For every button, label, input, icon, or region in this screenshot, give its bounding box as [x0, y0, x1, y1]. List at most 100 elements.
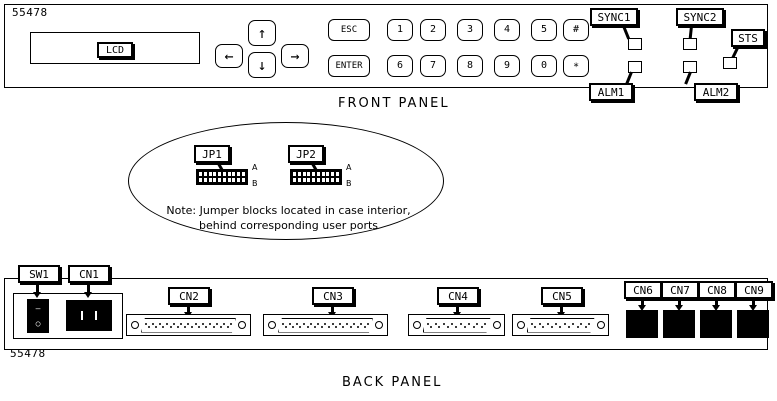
dsub-pin — [438, 326, 440, 328]
dsub-pin — [473, 326, 475, 328]
dsub-screw-icon — [412, 321, 421, 329]
arrow-key-down[interactable]: ↓ — [248, 52, 276, 78]
dsub-pin — [187, 323, 189, 325]
jumper-pin — [312, 178, 316, 182]
callout-sw1: SW1 — [18, 265, 60, 283]
jp1-row-b — [199, 178, 245, 182]
dsub-pin — [177, 326, 179, 328]
dsub-pinrow-bottom — [282, 326, 369, 328]
jumper-pin — [326, 172, 330, 176]
jumper-pin — [302, 178, 306, 182]
dsub-screw-icon — [375, 321, 383, 329]
dsub-screw-icon — [268, 321, 276, 329]
dsub-pin — [539, 323, 541, 325]
dsub-pin — [162, 326, 164, 328]
dsub-screw-icon — [238, 321, 246, 329]
key-8[interactable]: 8 — [457, 55, 483, 77]
callout-alm2: ALM2 — [694, 83, 738, 101]
callout-sts: STS — [731, 29, 765, 47]
dsub-pin — [209, 323, 211, 325]
jumper-pin — [208, 178, 212, 182]
callout-cn3: CN3 — [312, 287, 354, 305]
dsub-pin — [451, 323, 453, 325]
dsub-pin — [580, 323, 582, 325]
jumper-pin — [213, 172, 217, 176]
jumper-block-jp1 — [196, 169, 248, 185]
key-4[interactable]: 4 — [494, 19, 520, 41]
jp2-row-a — [293, 172, 339, 176]
sw1-arrowhead-icon — [33, 292, 41, 298]
jumper-pin — [232, 178, 236, 182]
callout-jp2: JP2 — [288, 145, 324, 163]
key-3[interactable]: 3 — [457, 19, 483, 41]
dsub-pin — [285, 326, 287, 328]
jp2-label-b: B — [346, 179, 352, 188]
dsub-pin — [205, 326, 207, 328]
arrow-key-left[interactable]: ← — [215, 44, 243, 68]
dsub-pin — [357, 326, 359, 328]
callout-cn7: CN7 — [661, 281, 699, 299]
switch-off-mark: ○ — [35, 318, 41, 328]
dsub-pin — [328, 326, 330, 328]
dsub-pin — [321, 326, 323, 328]
dsub-pin — [350, 326, 352, 328]
jumper-pin — [208, 172, 212, 176]
dsub-pin — [547, 323, 549, 325]
arrow-key-up[interactable]: ↑ — [248, 20, 276, 46]
jumper-pin — [307, 172, 311, 176]
cn7-arrowhead-icon — [675, 305, 683, 311]
dsub-pin — [227, 326, 229, 328]
dsub-pin — [324, 323, 326, 325]
dsub-pin — [180, 323, 182, 325]
led-alm1 — [628, 61, 642, 73]
jumper-pin — [218, 172, 222, 176]
dsub-pin — [443, 323, 445, 325]
dsub-pin — [435, 323, 437, 325]
jumper-pin — [293, 178, 296, 182]
dsub-screw-icon — [596, 321, 605, 329]
key-0[interactable]: 0 — [531, 55, 557, 77]
dsub-body — [141, 318, 236, 333]
jp2-row-b — [293, 178, 339, 182]
dsub-pin — [198, 326, 200, 328]
dsub-pin — [346, 323, 348, 325]
jumper-pin — [199, 178, 202, 182]
key-9[interactable]: 9 — [494, 55, 520, 77]
dsub-pin — [430, 326, 432, 328]
key-1[interactable]: 1 — [387, 19, 413, 41]
dsub-pin — [220, 326, 222, 328]
key-5[interactable]: 5 — [531, 19, 557, 41]
key-2[interactable]: 2 — [420, 19, 446, 41]
dsub-pin — [353, 323, 355, 325]
key-esc[interactable]: ESC — [328, 19, 370, 41]
key-hash[interactable]: # — [563, 19, 589, 41]
callout-cn6: CN6 — [624, 281, 662, 299]
arrow-key-right[interactable]: → — [281, 44, 309, 68]
dsub-body — [527, 318, 595, 333]
jumper-pin — [307, 178, 311, 182]
callout-sync1: SYNC1 — [590, 8, 638, 26]
dsub-pin — [307, 326, 309, 328]
cn5-pointer — [560, 305, 563, 315]
arrow-up-icon: ↑ — [257, 23, 267, 42]
key-enter[interactable]: ENTER — [328, 55, 370, 77]
dsub-pin — [559, 326, 561, 328]
key-asterisk[interactable]: ∗ — [563, 55, 589, 77]
jumper-block-jp2 — [290, 169, 342, 185]
jumper-pin — [297, 178, 301, 182]
cn3-pointer — [331, 305, 334, 315]
jumper-pin — [241, 178, 245, 182]
dsub-pin — [568, 326, 570, 328]
dsub-pin — [191, 326, 193, 328]
dsub-pin — [339, 323, 341, 325]
power-switch-sw1[interactable]: — ○ — [27, 299, 49, 333]
dsub-pinrow-top — [531, 323, 591, 325]
callout-cn2: CN2 — [168, 287, 210, 305]
dsub-pin — [460, 323, 462, 325]
dsub-screw-icon — [492, 321, 501, 329]
dsub-pin — [303, 323, 305, 325]
key-6[interactable]: 6 — [387, 55, 413, 77]
key-7[interactable]: 7 — [420, 55, 446, 77]
arrow-left-icon: ← — [224, 46, 234, 65]
jumper-pin — [232, 172, 236, 176]
